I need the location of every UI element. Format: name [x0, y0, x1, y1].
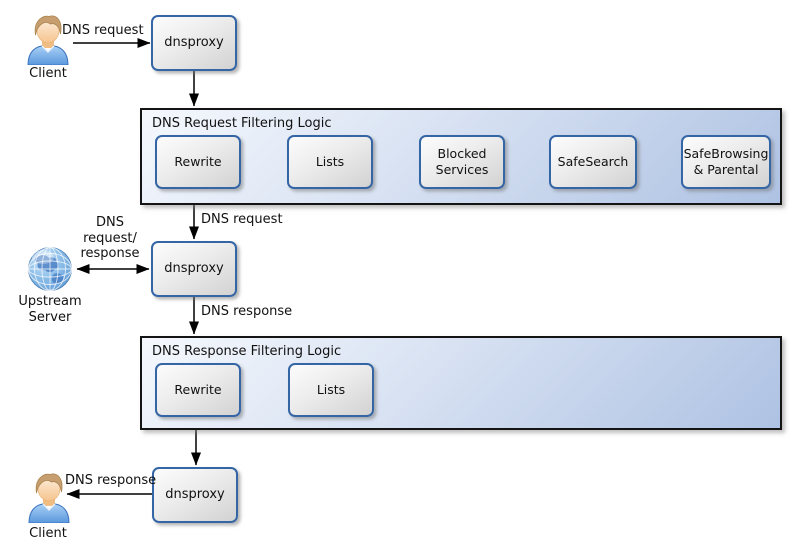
step-lists-request: Lists — [287, 135, 373, 189]
edge-label-upstream-exchange: DNS request/ response — [80, 215, 140, 262]
dnsproxy-node-bottom: dnsproxy — [152, 467, 238, 523]
step-label: SafeSearch — [557, 154, 629, 170]
dnsproxy-middle-label: dnsproxy — [164, 260, 224, 276]
globe-icon — [27, 246, 73, 292]
step-safebrowsing-parental: SafeBrowsing & Parental — [681, 135, 771, 189]
dnsproxy-node-top: dnsproxy — [151, 15, 237, 71]
client-top-label: Client — [29, 66, 67, 81]
step-label: Lists — [315, 154, 345, 170]
request-filtering-title: DNS Request Filtering Logic — [152, 116, 332, 131]
step-label: SafeBrowsing & Parental — [683, 146, 769, 177]
edge-label-dns-request-mid: DNS request — [201, 212, 283, 227]
client-bottom-label: Client — [29, 526, 67, 541]
response-filtering-group: DNS Response Filtering Logic Rewrite Lis… — [140, 336, 782, 430]
dnsproxy-node-middle: dnsproxy — [151, 241, 237, 297]
dnsproxy-top-label: dnsproxy — [164, 34, 224, 50]
step-label: Blocked Services — [435, 146, 489, 177]
response-filtering-title: DNS Response Filtering Logic — [152, 344, 342, 359]
step-safesearch: SafeSearch — [549, 135, 637, 189]
step-blocked-services: Blocked Services — [419, 135, 505, 189]
step-label: Lists — [316, 382, 346, 398]
edge-label-dns-response-mid: DNS response — [201, 304, 293, 319]
edge-label-dns-response-bottom: DNS response — [65, 473, 157, 488]
step-label: Rewrite — [174, 382, 222, 398]
step-label: Rewrite — [174, 154, 222, 170]
dnsproxy-bottom-label: dnsproxy — [165, 486, 225, 502]
edge-label-dns-request-top: DNS request — [62, 23, 144, 38]
step-lists-response: Lists — [288, 363, 374, 417]
step-rewrite-response: Rewrite — [155, 363, 241, 417]
step-rewrite-request: Rewrite — [155, 135, 241, 189]
request-filtering-group: DNS Request Filtering Logic Rewrite List… — [140, 108, 782, 205]
upstream-server-label: Upstream Server — [18, 294, 82, 325]
person-icon — [25, 13, 71, 66]
person-icon — [26, 471, 72, 524]
